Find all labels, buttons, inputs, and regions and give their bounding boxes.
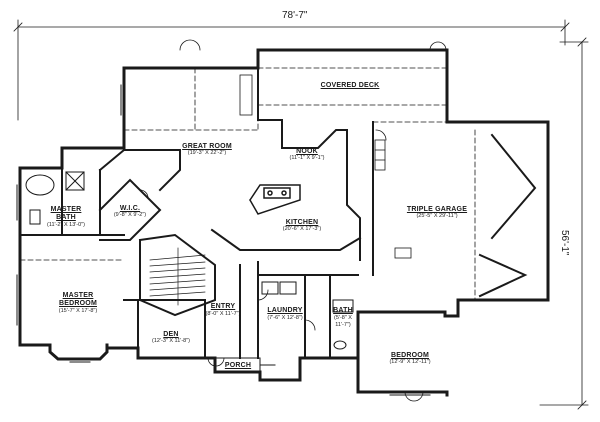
room-label-kitchen: KITCHEN (20'-6" X 17'-3") (282, 219, 322, 232)
room-label-porch: PORCH (224, 362, 252, 369)
windows (16, 84, 431, 396)
room-label-great-room: GREAT ROOM (19'-3" X 22'-2") (182, 143, 232, 156)
overall-depth-label: 56'-1" (559, 230, 570, 256)
room-label-master-bedroom: MASTER BEDROOM (15'-7" X 17'-8") (58, 292, 98, 315)
room-label-wic: W.I.C. (9'-8" X 9'-2") (113, 205, 147, 218)
room-label-triple-garage: TRIPLE GARAGE (25'-5" X 29'-11") (406, 206, 468, 219)
kitchen-island (248, 184, 301, 215)
room-label-covered-deck: COVERED DECK (320, 82, 380, 89)
room-label-bedroom: BEDROOM (12'-9" X 12'-11") (389, 352, 431, 365)
ceiling-dashed-lines (19, 67, 549, 301)
width-dimension-line (13, 19, 570, 121)
room-label-nook: NOOK (11'-1" X 9'-1") (289, 148, 325, 161)
interior-walls (19, 67, 537, 393)
room-label-den: DEN (12'-3" X 11'-8") (151, 331, 191, 344)
room-label-bath: BATH (5'-8" X 11'-7") (333, 307, 353, 328)
staircase (149, 247, 206, 306)
garage-steps (374, 139, 412, 259)
room-label-entry: ENTRY (8'-0" X 11'-7") (205, 303, 241, 317)
overall-width-label: 78'-7" (282, 10, 308, 21)
bath-fixtures (25, 171, 354, 350)
room-label-laundry: LAUNDRY (7'-6" X 12'-8") (267, 307, 303, 321)
porch-outline (214, 357, 276, 373)
room-label-master-bath: MASTER BATH (11'-2" X 13'-0") (46, 206, 85, 229)
depth-dimension-line (539, 37, 589, 410)
